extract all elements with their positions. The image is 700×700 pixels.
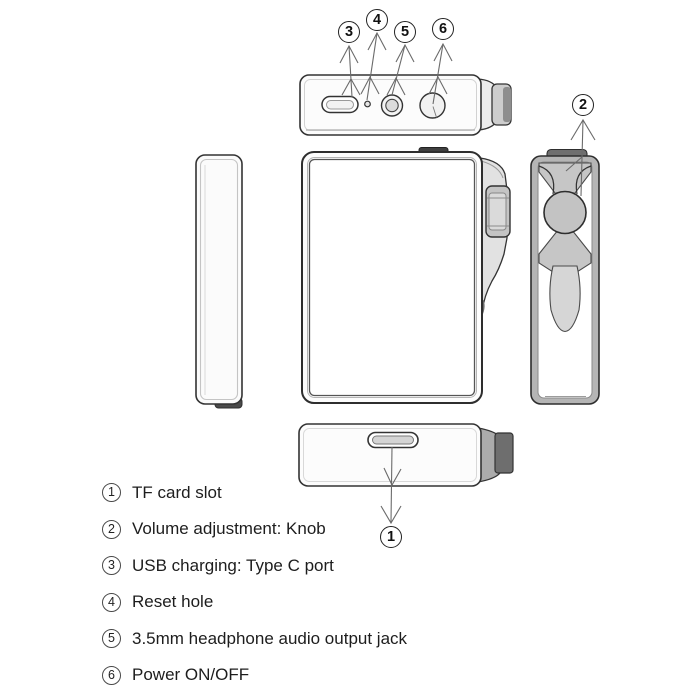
legend-number-icon: 3 bbox=[102, 556, 121, 575]
legend-item-headphone-jack: 5 3.5mm headphone audio output jack bbox=[102, 627, 407, 650]
bottom-view bbox=[298, 423, 514, 487]
front-screen bbox=[308, 158, 476, 397]
bottom-knob-end bbox=[494, 432, 514, 474]
top-view bbox=[299, 74, 512, 136]
top-knob-end-shade bbox=[503, 87, 511, 122]
legend-number-icon: 6 bbox=[102, 665, 121, 685]
legend-item-volume-adjustment: 2 Volume adjustment: Knob bbox=[102, 518, 407, 541]
legend-label: 3.5mm headphone audio output jack bbox=[132, 628, 408, 648]
leader-reset-hole bbox=[360, 31, 387, 101]
leader-tf-card-slot bbox=[380, 446, 402, 525]
legend-number-icon: 2 bbox=[102, 519, 121, 539]
left-side-view bbox=[195, 154, 243, 409]
callout-4-reset-hole: 4 bbox=[366, 9, 388, 31]
wedge-curve-right bbox=[575, 165, 592, 195]
front-view bbox=[301, 147, 511, 404]
legend-item-power-on-off: 6 Power ON/OFF bbox=[102, 664, 407, 687]
legend-label: Volume adjustment: Knob bbox=[132, 519, 326, 538]
front-volume-knob bbox=[485, 185, 511, 238]
front-knob-housing-curve bbox=[480, 160, 504, 179]
callout-6-power-button: 6 bbox=[432, 18, 454, 40]
callout-5-headphone-jack: 5 bbox=[394, 21, 416, 43]
legend-number-icon: 5 bbox=[102, 629, 121, 648]
side-channel bbox=[549, 265, 581, 333]
headphone-jack-icon bbox=[380, 94, 404, 117]
callout-1-tf-card-slot: 1 bbox=[380, 526, 402, 548]
front-screen-outer bbox=[307, 157, 477, 398]
power-button-icon bbox=[419, 92, 446, 119]
bottom-view-body bbox=[298, 423, 482, 487]
leader-headphone-jack bbox=[386, 43, 415, 96]
legend-item-usb-charging: 3 USB charging: Type C port bbox=[102, 554, 407, 577]
legend-label: Reset hole bbox=[132, 592, 214, 611]
legend-item-tf-card-slot: 1 TF card slot bbox=[102, 481, 407, 504]
left-side-bevel bbox=[199, 158, 239, 401]
left-side-body bbox=[195, 154, 243, 405]
callout-3-usb-c-port: 3 bbox=[338, 21, 360, 43]
volume-knob-icon bbox=[543, 190, 587, 235]
legend-number-icon: 4 bbox=[102, 592, 121, 612]
legend-label: Power ON/OFF bbox=[132, 665, 250, 684]
legend-label: USB charging: Type C port bbox=[132, 555, 334, 575]
legend: 1 TF card slot 2 Volume adjustment: Knob… bbox=[102, 481, 407, 700]
usb-c-port-icon bbox=[321, 95, 359, 114]
wedge-curve-left bbox=[538, 165, 555, 195]
callout-leaders bbox=[339, 31, 596, 525]
callout-2-volume-knob: 2 bbox=[572, 94, 594, 116]
leader-power-button bbox=[428, 42, 453, 105]
legend-label: TF card slot bbox=[132, 482, 222, 502]
reset-hole-icon bbox=[364, 100, 371, 108]
tf-card-slot-icon bbox=[367, 431, 419, 449]
leader-volume-knob bbox=[565, 118, 596, 197]
leader-usb-c bbox=[339, 44, 361, 98]
legend-number-icon: 1 bbox=[102, 483, 121, 502]
right-side-view bbox=[530, 148, 600, 405]
legend-item-reset-hole: 4 Reset hole bbox=[102, 591, 407, 614]
